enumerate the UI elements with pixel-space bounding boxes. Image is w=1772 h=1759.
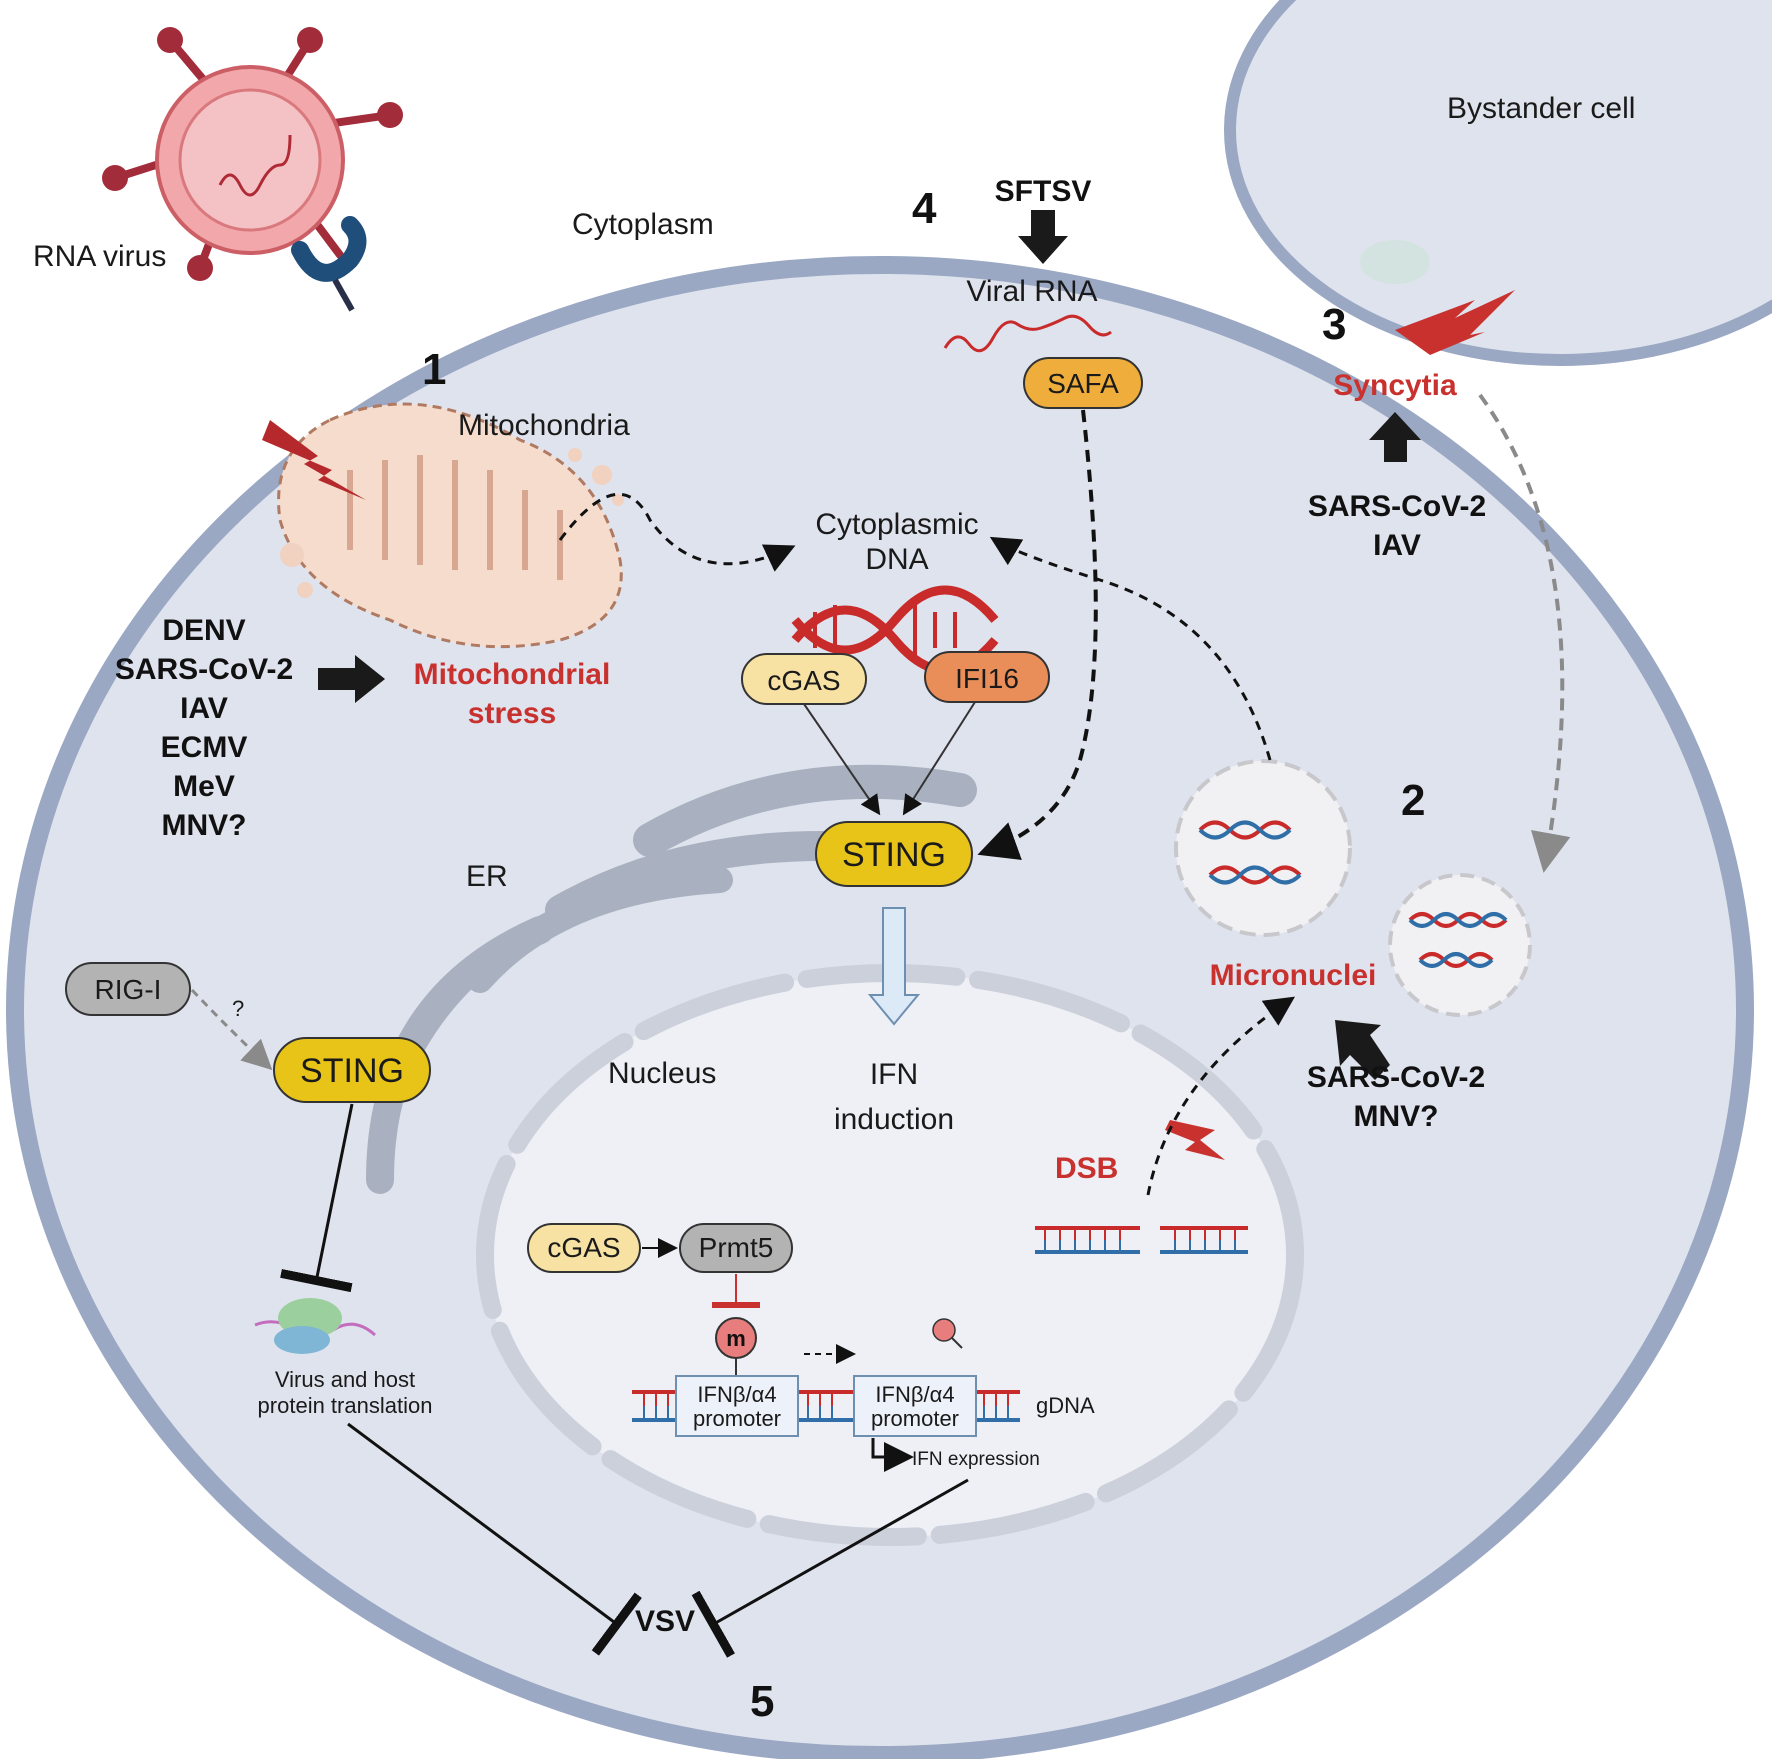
rna-virus-icon bbox=[102, 27, 403, 281]
sftsv-label: SFTSV bbox=[995, 175, 1092, 208]
step-number-2: 2 bbox=[1401, 776, 1425, 825]
mitochondria-label: Mitochondria bbox=[458, 409, 630, 442]
step-number-3: 3 bbox=[1322, 300, 1346, 349]
rna-virus-label: RNA virus bbox=[33, 240, 166, 273]
methyl-mark-icon: m bbox=[715, 1317, 757, 1378]
dsb-label: DSB bbox=[1055, 1152, 1118, 1185]
mitochondrial-stress-arrow bbox=[318, 655, 385, 703]
broken-dna-icon bbox=[1035, 1226, 1248, 1254]
micronuclei-to-cytoplasmic-dna-arrow bbox=[989, 536, 1272, 761]
methyl-mark-label: m bbox=[726, 1326, 746, 1351]
translation-label-line2: protein translation bbox=[258, 1393, 433, 1418]
rig-i-node: RIG-I bbox=[65, 962, 191, 1016]
step-number-1: 1 bbox=[422, 345, 446, 394]
cytoplasmic-dna-label-line2: DNA bbox=[865, 543, 928, 576]
fusion-contact bbox=[1360, 240, 1430, 284]
question-mark: ? bbox=[232, 996, 244, 1021]
micronuclei-virus-arrow bbox=[1335, 1020, 1390, 1080]
ifn-expression-arrow bbox=[871, 1438, 914, 1472]
ifn-induction-arrow bbox=[867, 907, 921, 1026]
promoter-left: IFNβ/α4 promoter bbox=[675, 1375, 799, 1437]
ifi16-to-sting-arrow bbox=[902, 701, 976, 816]
viral-rna-label: Viral RNA bbox=[966, 275, 1097, 308]
lightning-icon bbox=[262, 420, 366, 500]
syncytia-virus-2: IAV bbox=[1373, 529, 1421, 562]
mitochondrial-virus-list: DENV SARS-CoV-2 IAV ECMV MeV MNV? bbox=[115, 614, 293, 842]
sftsv-arrow bbox=[1018, 210, 1068, 264]
nuclear-cgas-node: cGAS bbox=[527, 1223, 641, 1273]
cgas-node: cGAS bbox=[741, 653, 867, 705]
mito-dna-release-arrow bbox=[558, 492, 796, 572]
ifi16-node: IFI16 bbox=[924, 651, 1050, 703]
virus-iav: IAV bbox=[180, 692, 228, 725]
safa-label: SAFA bbox=[1047, 368, 1119, 399]
micronucleus-icon-2 bbox=[1388, 873, 1532, 1017]
promoter-left-line2: promoter bbox=[693, 1406, 781, 1431]
mitochondria-icon bbox=[277, 402, 624, 649]
methyl-removed-icon bbox=[932, 1318, 963, 1349]
rig-i-label: RIG-I bbox=[95, 974, 162, 1005]
vsv-label: VSV bbox=[635, 1605, 695, 1638]
promoter-right-line1: IFNβ/α4 bbox=[875, 1382, 954, 1407]
endoplasmic-reticulum bbox=[366, 764, 977, 1194]
ribosome-icon bbox=[254, 1298, 377, 1354]
er-label: ER bbox=[466, 860, 508, 893]
sting-er-node: STING bbox=[273, 1037, 431, 1103]
sting-main-node: STING bbox=[815, 821, 973, 887]
cytoplasm-label: Cytoplasm bbox=[572, 208, 714, 241]
micronuclei-virus-2: MNV? bbox=[1354, 1100, 1439, 1133]
sting-main-label: STING bbox=[842, 836, 946, 874]
dsb-to-micronuclei-arrow bbox=[1146, 996, 1295, 1196]
mitochondrial-stress-label-line2: stress bbox=[468, 697, 556, 730]
bystander-cell-label: Bystander cell bbox=[1447, 92, 1635, 125]
syncytia-arrow bbox=[1369, 412, 1421, 462]
virus-sars-cov-2: SARS-CoV-2 bbox=[115, 653, 293, 686]
syncytia-to-micronuclei-arrow bbox=[1478, 393, 1571, 873]
syncytia-virus-1: SARS-CoV-2 bbox=[1308, 490, 1486, 523]
receptor-icon bbox=[291, 216, 367, 312]
translation-inhibits-vsv bbox=[347, 1422, 642, 1656]
gdna-label: gDNA bbox=[1036, 1393, 1095, 1418]
nucleus-label: Nucleus bbox=[608, 1057, 716, 1090]
micronucleus-icon bbox=[1174, 759, 1352, 937]
step-number-5: 5 bbox=[750, 1677, 774, 1726]
syncytia-label: Syncytia bbox=[1333, 369, 1457, 402]
cytoplasmic-dna-label-line1: Cytoplasmic bbox=[815, 508, 978, 541]
ifi16-label: IFI16 bbox=[955, 663, 1019, 694]
promoter-right-line2: promoter bbox=[871, 1406, 959, 1431]
safa-node: SAFA bbox=[1023, 357, 1143, 409]
virus-ecmv: ECMV bbox=[161, 731, 248, 764]
cgas-label: cGAS bbox=[767, 665, 840, 696]
cgas-to-sting-arrow bbox=[803, 703, 881, 816]
promoter-left-line1: IFNβ/α4 bbox=[697, 1382, 776, 1407]
viral-rna-strand bbox=[943, 314, 1112, 353]
step-number-4: 4 bbox=[912, 184, 937, 233]
sting-er-label: STING bbox=[300, 1052, 404, 1090]
syncytia-lightning-icon bbox=[1395, 290, 1515, 355]
ifn-expression-label: IFN expression bbox=[912, 1449, 1040, 1470]
prmt5-label: Prmt5 bbox=[699, 1232, 774, 1263]
promoter-right: IFNβ/α4 promoter bbox=[853, 1375, 977, 1437]
ifn-expression-inhibits-vsv bbox=[691, 1478, 969, 1658]
prmt5-node: Prmt5 bbox=[679, 1223, 793, 1273]
bystander-cell bbox=[1224, 0, 1772, 366]
micronuclei-virus-1: SARS-CoV-2 bbox=[1307, 1061, 1485, 1094]
mitochondrial-stress-label-line1: Mitochondrial bbox=[414, 658, 611, 691]
translation-label-line1: Virus and host bbox=[275, 1367, 415, 1392]
virus-denv: DENV bbox=[162, 614, 245, 647]
ifn-induction-label-line1: IFN bbox=[870, 1058, 918, 1091]
micronuclei-label: Micronuclei bbox=[1210, 959, 1377, 992]
nuclear-cgas-label: cGAS bbox=[547, 1232, 620, 1263]
virus-mnv: MNV? bbox=[162, 809, 247, 842]
dsb-lightning-icon bbox=[1165, 1120, 1225, 1160]
sting-inhibits-translation bbox=[280, 1103, 354, 1293]
virus-mev: MeV bbox=[173, 770, 235, 803]
safa-to-sting-arrow bbox=[977, 409, 1098, 860]
ifn-induction-label-line2: induction bbox=[834, 1103, 954, 1136]
